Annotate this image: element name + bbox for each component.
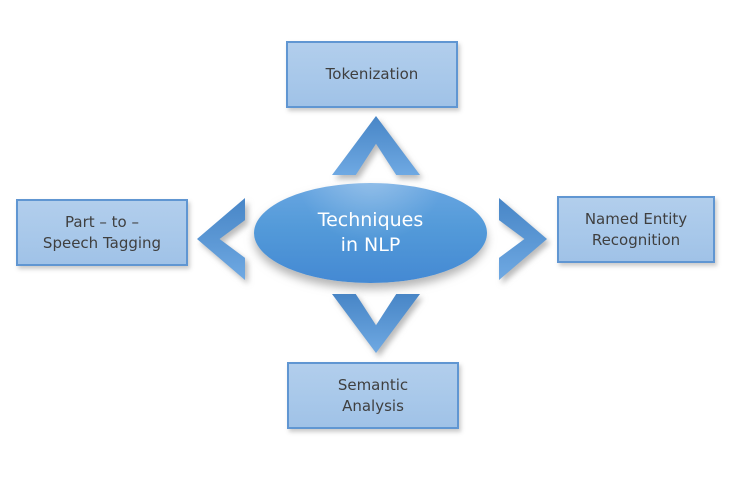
chevron-left-icon — [197, 198, 245, 280]
connector-right — [499, 198, 547, 280]
node-part-to-speech-tagging-label: Part – to – Speech Tagging — [42, 212, 162, 252]
chevron-right-icon — [499, 198, 547, 280]
node-tokenization-label: Tokenization — [325, 65, 419, 83]
connector-down — [332, 294, 420, 353]
node-semantic-analysis-label: Semantic Analysis — [337, 375, 409, 415]
node-semantic-analysis: Semantic Analysis — [287, 362, 459, 429]
center-ellipse: Techniques in NLP — [254, 183, 487, 283]
connector-up — [332, 116, 420, 175]
node-named-entity-recognition-label: Named Entity Recognition — [584, 209, 688, 249]
chevron-down-icon — [332, 294, 420, 353]
connector-left — [197, 198, 245, 280]
center-ellipse-label: Techniques in NLP — [317, 208, 424, 256]
chevron-up-icon — [332, 116, 420, 175]
node-tokenization: Tokenization — [286, 41, 458, 108]
node-named-entity-recognition: Named Entity Recognition — [557, 196, 715, 263]
node-part-to-speech-tagging: Part – to – Speech Tagging — [16, 199, 188, 266]
